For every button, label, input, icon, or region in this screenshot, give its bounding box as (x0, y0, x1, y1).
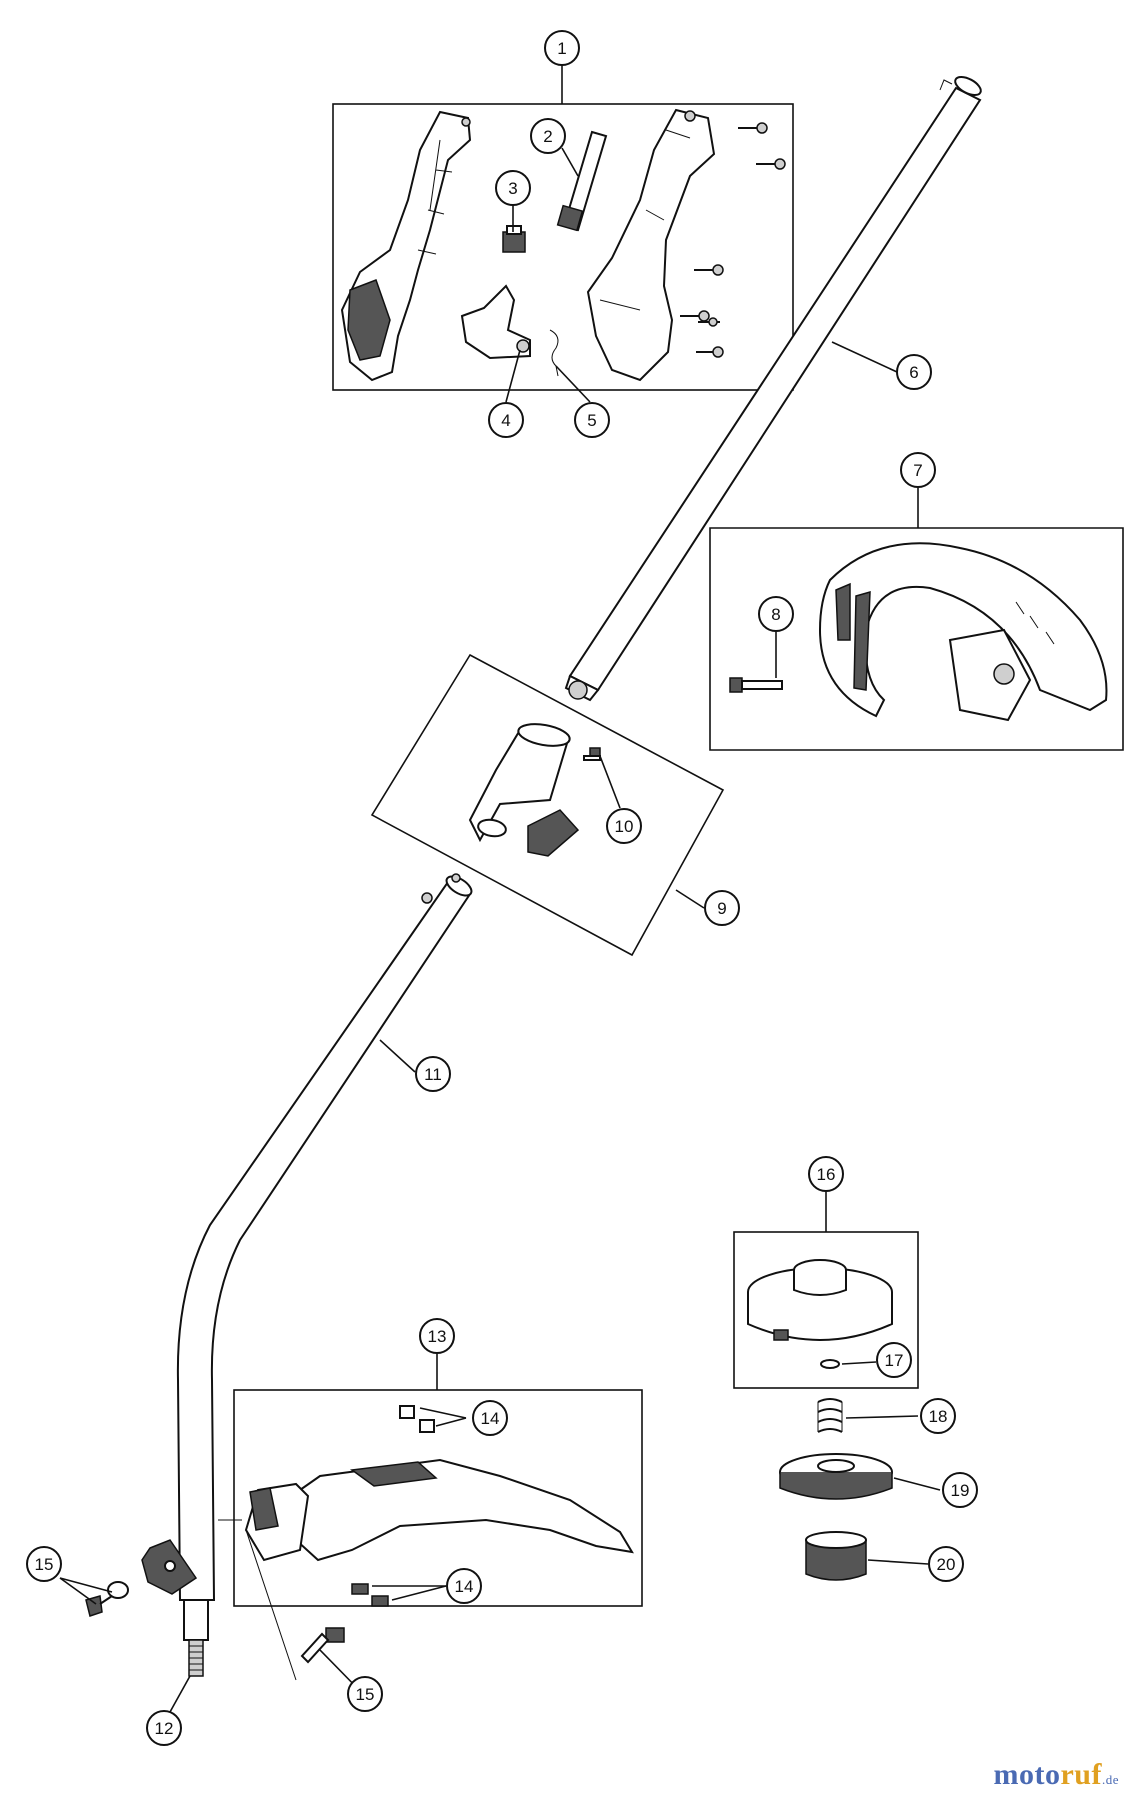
aux-handle (818, 542, 1108, 722)
frame-coupler (370, 653, 725, 957)
callout-13: 13 (419, 1318, 455, 1354)
callout-9: 9 (704, 890, 740, 926)
lower-shaft (176, 873, 473, 1601)
svg-text:12: 12 (155, 1719, 174, 1738)
callout-19: 19 (942, 1472, 978, 1508)
micro-switch (502, 225, 526, 253)
svg-text:15: 15 (35, 1555, 54, 1574)
callout-12: 12 (146, 1710, 182, 1746)
watermark-brand-b: ruf (1060, 1758, 1102, 1791)
svg-text:15: 15 (356, 1685, 375, 1704)
handle-screws (680, 122, 786, 358)
watermark-logo: motoruf.de (993, 1758, 1119, 1792)
handle-right-half (586, 108, 716, 382)
trimmer-spool (779, 1453, 893, 1500)
callout-16: 16 (808, 1156, 844, 1192)
callout-18: 18 (920, 1398, 956, 1434)
frame-handle-assembly (332, 103, 794, 391)
leader-lines (59, 65, 941, 1713)
callout-20: 20 (928, 1546, 964, 1582)
svg-text:7: 7 (913, 461, 922, 480)
spool-spring (817, 1398, 843, 1433)
callout-1: 1 (544, 30, 580, 66)
trigger-spring (549, 329, 559, 377)
svg-text:19: 19 (951, 1481, 970, 1500)
callout-6: 6 (896, 354, 932, 390)
handle-left-half (340, 110, 472, 382)
svg-text:9: 9 (717, 899, 726, 918)
svg-text:18: 18 (929, 1407, 948, 1426)
shaft-coupler (468, 723, 580, 857)
svg-text:17: 17 (885, 1351, 904, 1370)
callout-10: 10 (606, 808, 642, 844)
guard-screws (351, 1405, 435, 1607)
callout-7: 7 (900, 452, 936, 488)
drive-shaft-end (183, 1599, 209, 1677)
callout-4: 4 (488, 402, 524, 438)
spool-housing (747, 1259, 893, 1341)
svg-text:1: 1 (557, 39, 566, 58)
upper-shaft (564, 75, 982, 702)
svg-text:3: 3 (508, 179, 517, 198)
callout-14-lower: 14 (446, 1568, 482, 1604)
grass-guard (244, 1458, 634, 1562)
frame-aux-handle (709, 527, 1124, 751)
callout-8: 8 (758, 596, 794, 632)
svg-text:14: 14 (455, 1577, 474, 1596)
frame-guard (233, 1389, 643, 1607)
callout-15-left: 15 (26, 1546, 62, 1582)
callout-17: 17 (876, 1342, 912, 1378)
clamp-knob-washer (85, 1581, 129, 1617)
callout-11: 11 (415, 1056, 451, 1092)
svg-text:6: 6 (909, 363, 918, 382)
svg-text:10: 10 (615, 817, 634, 836)
clamp-bracket (141, 1539, 198, 1595)
watermark-brand-a: moto (993, 1758, 1061, 1791)
callout-14-upper: 14 (472, 1400, 508, 1436)
svg-text:11: 11 (424, 1065, 442, 1084)
svg-text:20: 20 (937, 1555, 956, 1574)
guard-carriage-bolt (300, 1627, 345, 1664)
svg-text:8: 8 (771, 605, 780, 624)
spool-clip (820, 1359, 840, 1369)
svg-text:4: 4 (501, 411, 510, 430)
svg-text:2: 2 (543, 127, 552, 146)
coupler-nut (583, 747, 601, 761)
callout-5: 5 (574, 402, 610, 438)
callout-2: 2 (530, 118, 566, 154)
trigger (460, 284, 531, 360)
svg-text:13: 13 (428, 1327, 447, 1346)
svg-text:14: 14 (481, 1409, 500, 1428)
svg-text:16: 16 (817, 1165, 836, 1184)
svg-text:5: 5 (587, 411, 596, 430)
switch-rod (556, 130, 608, 232)
handle-bolt (729, 677, 783, 693)
callout-3: 3 (495, 170, 531, 206)
callout-15-bottom: 15 (347, 1676, 383, 1712)
watermark-suffix: .de (1101, 1772, 1119, 1787)
bump-knob (805, 1531, 867, 1581)
